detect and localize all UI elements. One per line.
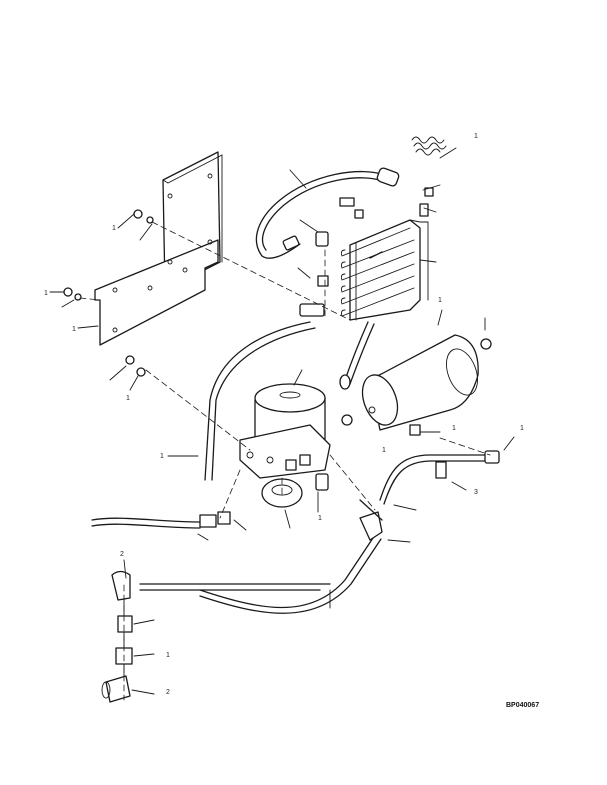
- callout-c6: 1: [126, 395, 130, 402]
- callout-c3: 1: [112, 225, 116, 232]
- lower-hoses: [91, 303, 500, 614]
- callout-c7: 1: [160, 453, 164, 460]
- callout-c2: 1: [438, 297, 442, 304]
- callout-c8: 1: [452, 425, 456, 432]
- callout-c11: 1: [318, 515, 322, 522]
- callout-c14: 1: [166, 652, 170, 659]
- spring-coil: [411, 136, 447, 156]
- callout-c5: 1: [72, 326, 76, 333]
- figure-code: BP040067: [506, 702, 540, 709]
- callout-c10: 1: [382, 447, 386, 454]
- air-tank: [341, 334, 492, 436]
- callout-c15: 2: [120, 551, 124, 558]
- small-fittings: [315, 187, 447, 491]
- fittings-stack: [101, 570, 133, 703]
- cooling-coil: [340, 203, 429, 321]
- leader-arrows: [49, 147, 515, 695]
- callout-labels: 1 1 1 1 1 1 1 1 1 1 1 3 2 1 2: [44, 133, 524, 696]
- bracket-bolts: [63, 209, 154, 377]
- assembly-centerlines: [79, 221, 491, 701]
- callout-c1: 1: [474, 133, 478, 140]
- callout-c9: 1: [520, 425, 524, 432]
- callout-c13: 2: [166, 689, 170, 696]
- callout-c4: 1: [44, 290, 48, 297]
- mounting-bracket: [94, 151, 223, 346]
- upper-air-hose: [255, 167, 400, 259]
- callout-c12: 3: [474, 489, 478, 496]
